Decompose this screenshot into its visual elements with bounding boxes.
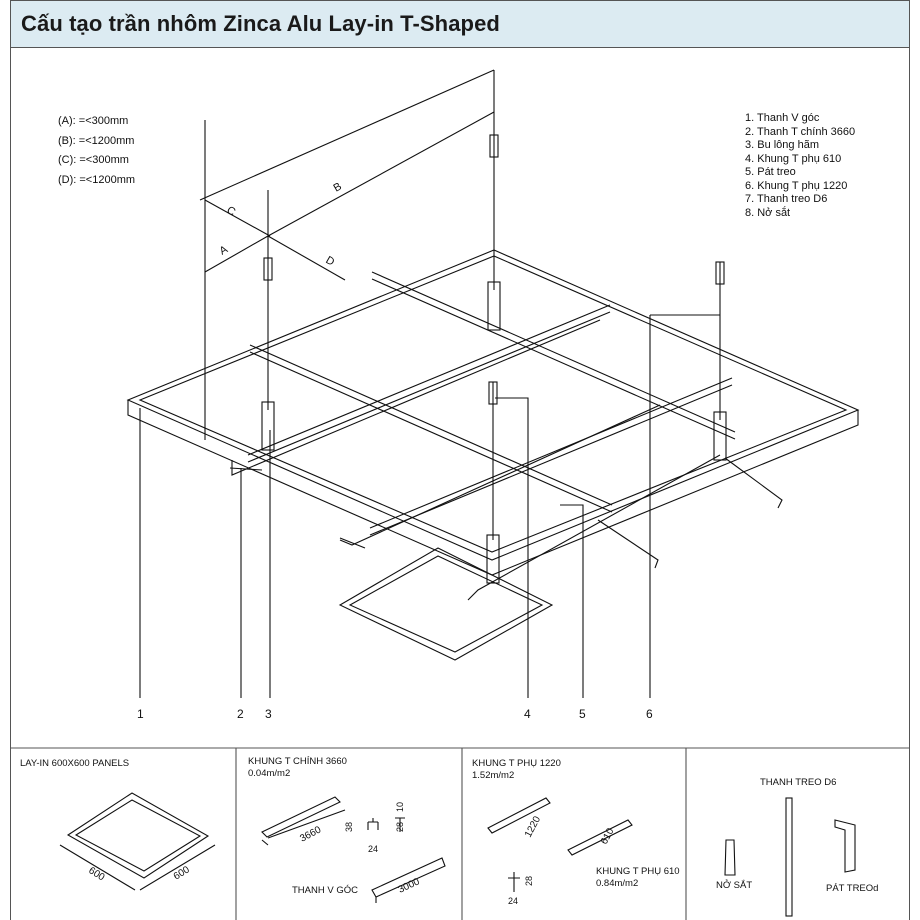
panel-lay-in-title: LAY-IN 600X600 PANELS — [20, 758, 130, 769]
cross-tee-d24: 24 — [508, 896, 518, 906]
cross-tee-1220-title: KHUNG T PHỤ 1220 — [472, 758, 561, 769]
header-bar: Cấu tạo trần nhôm Zinca Alu Lay-in T-Sha… — [10, 0, 910, 48]
cross-tee-d28: 28 — [524, 876, 534, 886]
main-tee-drawing — [261, 796, 446, 903]
dim-letter-d: D — [324, 254, 337, 268]
dim-letter-a: A — [218, 243, 231, 257]
main-tee-d38: 38 — [344, 822, 354, 832]
parts-legend: 1. Thanh V góc 2. Thanh T chính 3660 3. … — [745, 112, 855, 220]
main-tee-d24: 24 — [368, 844, 378, 854]
main-tee-sub: 0.04m/m2 — [248, 768, 291, 779]
cross-tee-1220-sub: 1.52m/m2 — [472, 770, 515, 781]
cross-tee-610-sub: 0.84m/m2 — [596, 878, 639, 889]
page-frame — [10, 0, 910, 920]
dim-letter-b: B — [332, 181, 344, 195]
callout-leaders — [139, 314, 720, 698]
callout-2: 2 — [237, 707, 244, 721]
panel-dim-2: 600 — [172, 864, 192, 882]
panel-600-drawing — [59, 792, 216, 891]
main-tee-title: KHUNG T CHÍNH 3660 — [248, 756, 347, 767]
hanger-rod-title: THANH TREO D6 — [760, 777, 837, 788]
page-title: Cấu tạo trần nhôm Zinca Alu Lay-in T-Sha… — [21, 11, 500, 36]
callout-6: 6 — [646, 707, 653, 721]
callout-1: 1 — [137, 707, 144, 721]
hanger-accessories-drawing — [724, 797, 856, 917]
dimension-notes: (A): =<300mm (B): =<1200mm (C): =<300mm … — [58, 112, 135, 190]
legend-item-7: 7. Thanh treo D6 — [745, 193, 828, 205]
dimension-a: (A): =<300mm — [58, 115, 129, 127]
panel-dim-1: 600 — [86, 865, 106, 883]
callout-3: 3 — [265, 707, 272, 721]
main-tee-d28: 28 — [395, 822, 405, 832]
cross-tee-1220-length: 1220 — [523, 814, 543, 839]
hanger-rods — [261, 70, 727, 584]
callout-5: 5 — [579, 707, 586, 721]
cross-tee-610-title: KHUNG T PHỤ 610 — [596, 866, 680, 877]
legend-item-3: 3. Bu lông hãm — [745, 139, 819, 151]
legend-item-8: 8. Nở sắt — [745, 206, 791, 219]
grid-tees — [229, 271, 783, 601]
dimension-b: (B): =<1200mm — [58, 134, 135, 147]
cross-tee-drawing — [487, 797, 633, 892]
dimension-d: (D): =<1200mm — [58, 173, 136, 186]
dimension-lines — [199, 69, 495, 440]
bracket-label: PÁT TREOd — [826, 883, 879, 894]
callout-4: 4 — [524, 707, 531, 721]
anchor-label: NỞ SẮT — [716, 880, 753, 891]
legend-item-5: 5. Pát treo — [745, 166, 796, 178]
legend-item-4: 4. Khung T phụ 610 — [745, 152, 842, 165]
legend-item-2: 2. Thanh T chính 3660 — [745, 125, 856, 138]
legend-item-1: 1. Thanh V góc — [745, 112, 820, 124]
main-tee-length: 3660 — [298, 824, 323, 844]
dimension-c: (C): =<300mm — [58, 154, 129, 166]
dropped-panel — [338, 547, 554, 661]
main-tee-d10: 10 — [395, 802, 405, 812]
legend-item-6: 6. Khung T phụ 1220 — [745, 179, 848, 192]
v-angle-length: 3000 — [397, 876, 422, 896]
cross-tee-610-length: 610 — [599, 826, 617, 846]
v-angle-title: THANH V GÓC — [292, 885, 358, 896]
